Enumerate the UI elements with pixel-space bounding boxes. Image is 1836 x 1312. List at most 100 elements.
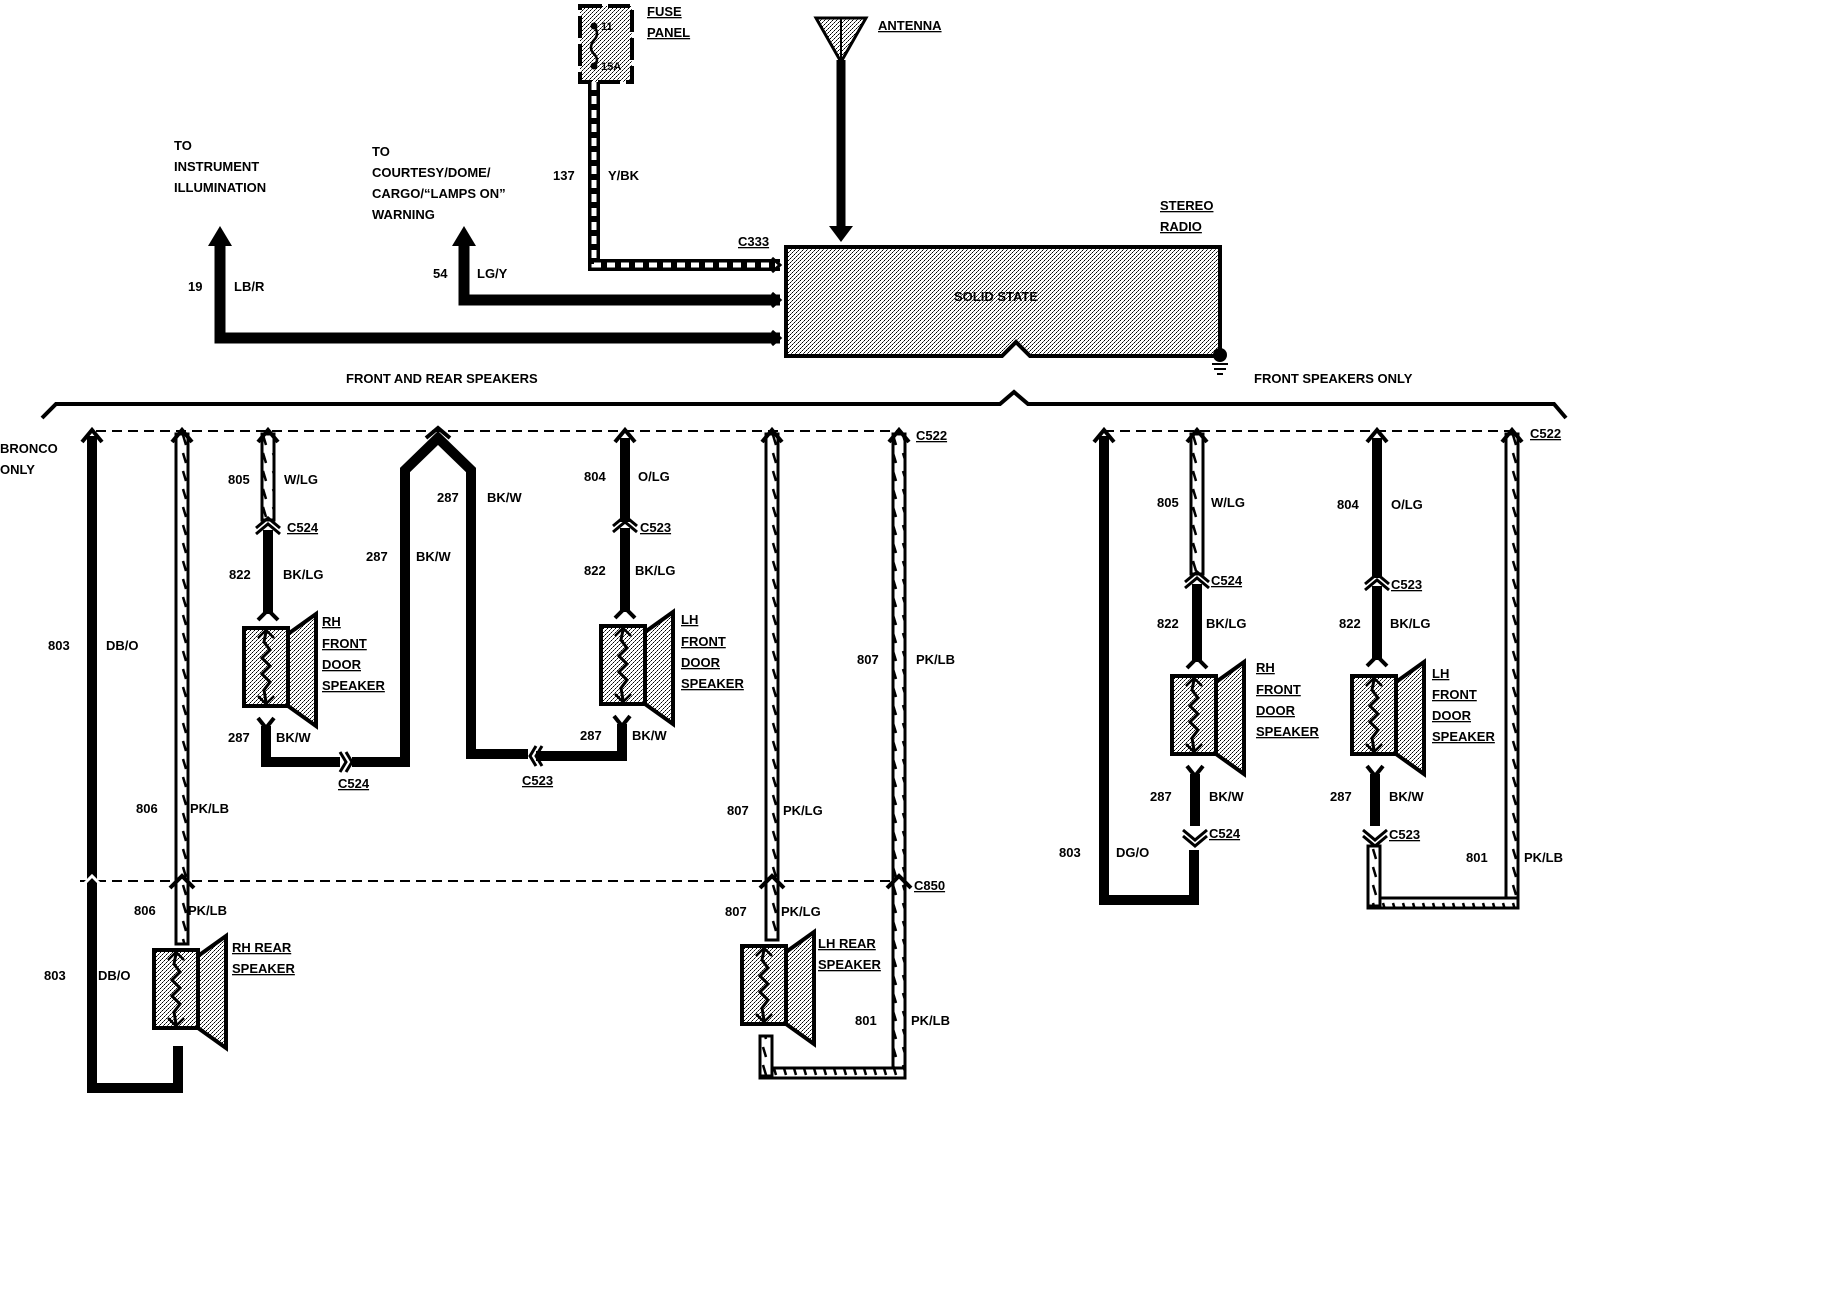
svg-text:BK/LG: BK/LG — [1390, 616, 1430, 631]
radio-label: STEREO — [1160, 198, 1213, 213]
wire-54-color: LG/Y — [477, 266, 508, 281]
svg-text:822: 822 — [1339, 616, 1361, 631]
rh-front-door-speaker-front-only — [1170, 660, 1246, 776]
svg-text:C523: C523 — [1389, 827, 1420, 842]
svg-text:C524: C524 — [287, 520, 319, 535]
ground-icon — [1212, 348, 1228, 375]
courtesy-lamps-destination: TO COURTESY/DOME/ CARGO/“LAMPS ON” WARNI… — [372, 144, 506, 222]
svg-text:FRONT: FRONT — [322, 636, 367, 651]
arrow-up-icon — [208, 226, 232, 246]
svg-text:801: 801 — [1466, 850, 1488, 865]
rh-rear-speaker-label-2: SPEAKER — [232, 961, 295, 976]
wire-807-pk-lb: C522 C850 807 PK/LB 801 PK/LB — [758, 426, 955, 1080]
section-front-rear-label: FRONT AND REAR SPEAKERS — [346, 371, 538, 386]
svg-text:LH: LH — [1432, 666, 1449, 681]
speaker-icon — [152, 934, 228, 1050]
svg-text:803: 803 — [48, 638, 70, 653]
fuse-panel-label-2: PANEL — [647, 25, 690, 40]
svg-text:BK/LG: BK/LG — [1206, 616, 1246, 631]
wire-287-bk-w-front-only-rh: 287 BK/W C524 — [1150, 764, 1244, 848]
svg-text:C524: C524 — [1209, 826, 1241, 841]
wire-806-pk-lb: 806 PK/LB 806 PK/LB — [134, 426, 229, 946]
svg-text:BK/W: BK/W — [632, 728, 667, 743]
svg-text:BK/W: BK/W — [487, 490, 522, 505]
svg-text:C524: C524 — [1211, 573, 1243, 588]
svg-text:801: 801 — [855, 1013, 877, 1028]
rh-rear-speaker-label: RH REAR — [232, 940, 292, 955]
svg-text:806: 806 — [134, 903, 156, 918]
svg-text:COURTESY/DOME/: COURTESY/DOME/ — [372, 165, 491, 180]
wire-807-pk-lg: 807 PK/LG 807 PK/LG — [725, 426, 823, 942]
svg-text:DOOR: DOOR — [322, 657, 362, 672]
svg-text:C523: C523 — [640, 520, 671, 535]
svg-text:BK/W: BK/W — [1389, 789, 1424, 804]
svg-text:C524: C524 — [338, 776, 370, 791]
svg-text:FRONT: FRONT — [681, 634, 726, 649]
svg-text:287: 287 — [580, 728, 602, 743]
svg-text:PK/LB: PK/LB — [911, 1013, 950, 1028]
svg-text:BK/LG: BK/LG — [283, 567, 323, 582]
speaker-icon — [599, 610, 675, 726]
wire-287-bk-w-lh: 287 BK/W C523 — [522, 714, 667, 788]
svg-text:805: 805 — [228, 472, 250, 487]
wire-805-w-lg: 805 W/LG — [228, 426, 318, 522]
svg-text:FRONT: FRONT — [1432, 687, 1477, 702]
svg-text:LH: LH — [681, 612, 698, 627]
section-brace: FRONT AND REAR SPEAKERS FRONT SPEAKERS O… — [0, 371, 1568, 477]
connector-c333: C333 — [738, 234, 783, 347]
bronco-only-label: BRONCO — [0, 441, 58, 456]
svg-text:PK/LG: PK/LG — [783, 803, 823, 818]
svg-text:O/LG: O/LG — [1391, 497, 1423, 512]
svg-text:W/LG: W/LG — [284, 472, 318, 487]
svg-text:287: 287 — [228, 730, 250, 745]
svg-text:RH: RH — [1256, 660, 1275, 675]
svg-text:807: 807 — [857, 652, 879, 667]
connector-c524: C524 — [255, 516, 319, 536]
lh-rear-speaker — [740, 930, 816, 1046]
wire-137-color: Y/BK — [608, 168, 640, 183]
svg-text:287: 287 — [437, 490, 459, 505]
fuse-icon — [589, 25, 599, 67]
lh-front-door-speaker-front-only — [1350, 660, 1426, 776]
wire-803-db-o: 803 DB/O 803 DB/O — [44, 426, 183, 1093]
antenna-label: ANTENNA — [878, 18, 942, 33]
wire-137: 137 Y/BK — [553, 82, 780, 271]
section-front-only-label: FRONT SPEAKERS ONLY — [1254, 371, 1413, 386]
svg-text:W/LG: W/LG — [1211, 495, 1245, 510]
svg-text:807: 807 — [727, 803, 749, 818]
fuse-rating: 15A — [601, 61, 621, 73]
svg-text:ILLUMINATION: ILLUMINATION — [174, 180, 266, 195]
svg-text:DOOR: DOOR — [1432, 708, 1472, 723]
svg-text:BK/W: BK/W — [276, 730, 311, 745]
lh-front-door-speaker — [599, 610, 675, 726]
svg-text:DOOR: DOOR — [1256, 703, 1296, 718]
svg-text:INSTRUMENT: INSTRUMENT — [174, 159, 259, 174]
instrument-illumination-destination: TO INSTRUMENT ILLUMINATION — [174, 138, 266, 195]
wire-287-bk-w-rh: 287 BK/W C524 287 BK/W 287 BK/W — [228, 425, 528, 791]
wire-19-color: LB/R — [234, 279, 265, 294]
wire-287-bk-w-front-only-lh: 287 BK/W C523 — [1330, 764, 1424, 848]
wire-803-dg-o: 803 DG/O — [1059, 426, 1199, 905]
svg-text:287: 287 — [366, 549, 388, 564]
svg-text:822: 822 — [584, 563, 606, 578]
svg-text:FRONT: FRONT — [1256, 682, 1301, 697]
wire-822-bk-lg-lh: 822 BK/LG — [584, 528, 675, 620]
wire-822-bk-lg: 822 BK/LG — [229, 530, 323, 622]
svg-text:287: 287 — [1330, 789, 1352, 804]
wire-19-circuit: 19 — [188, 279, 202, 294]
svg-text:DB/O: DB/O — [106, 638, 139, 653]
svg-text:807: 807 — [725, 904, 747, 919]
svg-text:287: 287 — [1150, 789, 1172, 804]
svg-text:806: 806 — [136, 801, 158, 816]
wire-19: 19 LB/R — [188, 226, 780, 344]
svg-text:TO: TO — [372, 144, 390, 159]
svg-text:C522: C522 — [1530, 426, 1561, 441]
svg-text:803: 803 — [1059, 845, 1081, 860]
svg-text:805: 805 — [1157, 495, 1179, 510]
svg-text:C523: C523 — [1391, 577, 1422, 592]
svg-text:804: 804 — [1337, 497, 1359, 512]
svg-text:PK/LB: PK/LB — [188, 903, 227, 918]
svg-text:822: 822 — [229, 567, 251, 582]
wire-54-circuit: 54 — [433, 266, 448, 281]
wire-137-circuit: 137 — [553, 168, 575, 183]
